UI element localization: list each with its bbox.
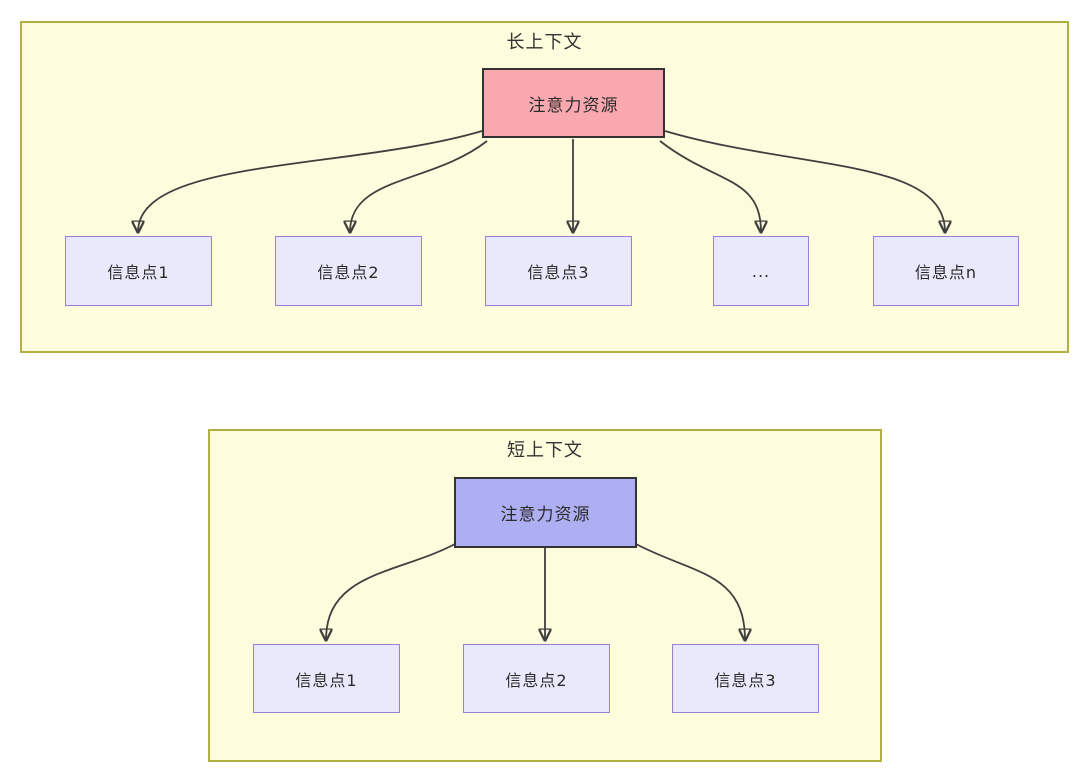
short-info-node-2: 信息点2 xyxy=(463,644,610,713)
long-info-node-1: 信息点1 xyxy=(65,236,212,306)
short-info-node-3: 信息点3 xyxy=(672,644,819,713)
long-attention-resource-node: 注意力资源 xyxy=(482,68,665,138)
long-info-node-3: 信息点3 xyxy=(485,236,632,306)
short-info-node-1: 信息点1 xyxy=(253,644,400,713)
long-info-node-ellipsis: ... xyxy=(713,236,809,306)
long-info-node-2: 信息点2 xyxy=(275,236,422,306)
short-attention-resource-node: 注意力资源 xyxy=(454,477,637,548)
long-context-title: 长上下文 xyxy=(506,32,583,53)
short-context-title: 短上下文 xyxy=(507,440,583,461)
long-info-node-n: 信息点n xyxy=(873,236,1019,306)
